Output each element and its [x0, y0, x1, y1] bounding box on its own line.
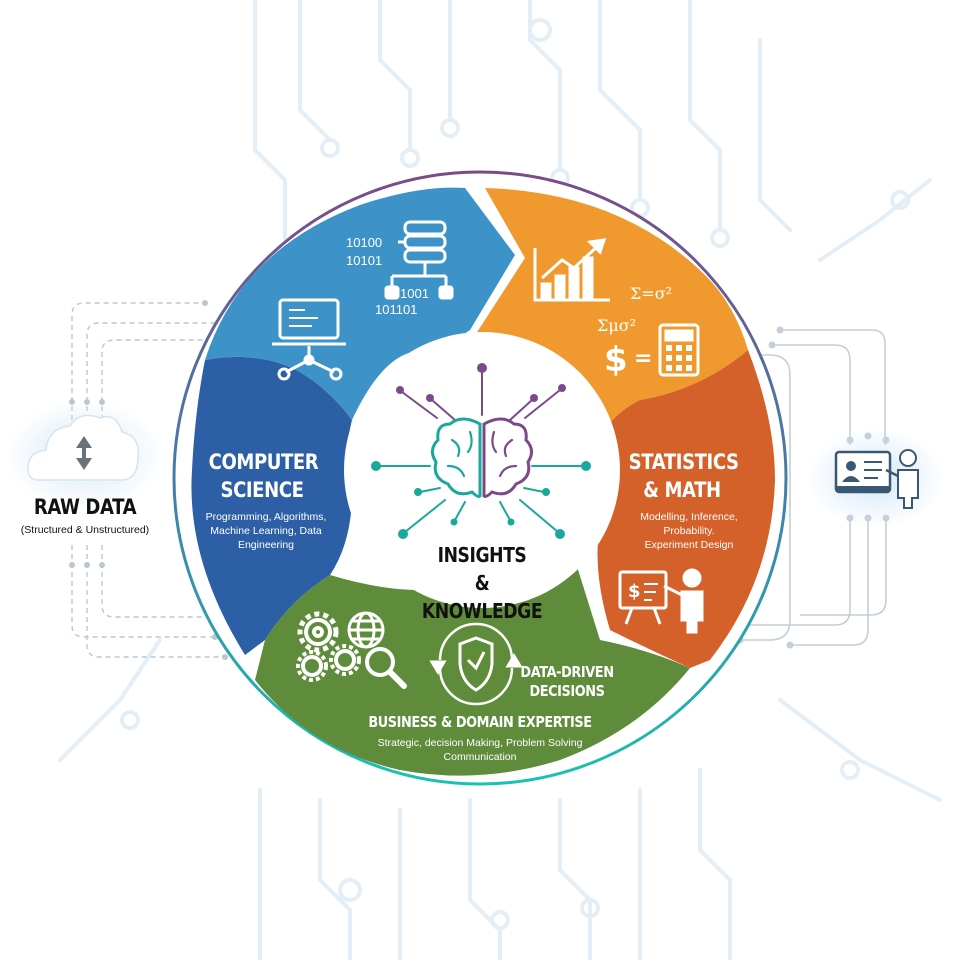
center-title: INSIGHTS & KNOWLEDGE [413, 541, 551, 625]
data-driven-line1: DATA-DRIVEN [520, 663, 614, 681]
statistics-title-line2: & MATH [643, 478, 721, 502]
brain-icon [431, 417, 533, 498]
right-connectors [710, 329, 887, 646]
business-title: BUSINESS & DOMAIN EXPERTISE [368, 713, 592, 731]
up-down-arrow-icon [76, 436, 92, 470]
statistics-desc-line2: Probability. [663, 525, 715, 537]
statistics-segment-orange [472, 188, 748, 440]
statistics-formula-1: Σ=σ² [630, 284, 673, 303]
data-driven-decisions-label: DATA-DRIVEN DECISIONS [520, 663, 615, 701]
gears-search-icon [296, 611, 407, 689]
computer-science-title: COMPUTER SCIENCE [208, 448, 319, 504]
svg-text:$: $ [628, 581, 641, 602]
binary-text-1: 10100 [346, 235, 383, 250]
dollar-sign-icon: $ [604, 340, 628, 380]
globe-icon [347, 611, 385, 649]
business-description: Strategic, decision Making, Problem Solv… [340, 736, 620, 764]
computer-science-title-line1: COMPUTER [208, 450, 319, 474]
statistics-title-line1: STATISTICS [628, 450, 739, 474]
equals-sign: = [634, 346, 653, 371]
statistics-description: Modelling, Inference, Probability. Exper… [624, 510, 754, 552]
laptop-code-icon [272, 298, 346, 381]
business-desc-line1: Strategic, decision Making, Problem Solv… [377, 737, 583, 749]
center-title-line2: & KNOWLEDGE [421, 571, 543, 623]
business-desc-line2: Communication [443, 751, 517, 763]
binary-text-4: 101101 [375, 302, 418, 317]
computer-science-desc-line1: Programming, Algorithms, [205, 511, 327, 523]
computer-science-desc-line2: Machine Learning, Data [210, 525, 322, 537]
computer-science-desc-line3: Engineering [237, 539, 295, 551]
background-circuit-lines [58, 0, 942, 962]
calculator-icon [658, 323, 700, 377]
statistics-formula-2: Σμσ² [597, 316, 637, 335]
shield-decision-icon [429, 622, 523, 706]
center-title-line1: INSIGHTS [437, 543, 527, 567]
statistics-segment-red [597, 350, 775, 668]
computer-science-title-line2: SCIENCE [220, 478, 304, 502]
presentation-screen-icon [806, 428, 946, 528]
computer-science-segment-dark [191, 356, 352, 655]
database-icon [384, 220, 454, 300]
statistics-title: STATISTICS & MATH [628, 448, 739, 504]
bar-chart-growth-icon [533, 238, 610, 302]
binary-text-2: 10101 [346, 253, 383, 268]
statistics-desc-line3: Experiment Design [644, 539, 734, 551]
computer-science-description: Programming, Algorithms, Machine Learnin… [196, 510, 336, 552]
statistics-desc-line1: Modelling, Inference, [640, 511, 738, 523]
raw-data-subtitle: (Structured & Unstructured) [20, 524, 150, 536]
raw-data-connectors [71, 302, 250, 658]
data-driven-line2: DECISIONS [529, 682, 605, 700]
raw-data-cloud-icon [5, 400, 165, 510]
presenter-board-icon: $ [618, 568, 704, 634]
computer-science-segment-light [205, 187, 515, 420]
binary-text-3: 1001 [400, 286, 429, 301]
brain-network-nodes [371, 363, 591, 539]
brain-network-rays [377, 369, 585, 533]
raw-data-title: RAW DATA [33, 495, 137, 519]
